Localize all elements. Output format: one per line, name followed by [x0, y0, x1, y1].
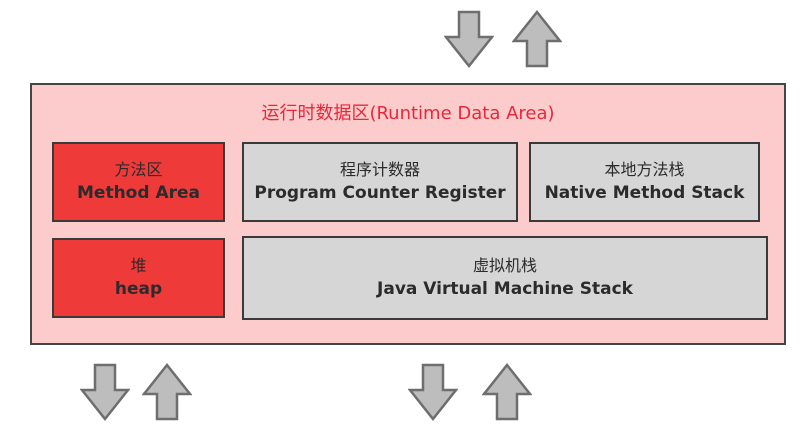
- arrow-up-icon: [512, 10, 562, 68]
- runtime-data-area: 运行时数据区(Runtime Data Area) 方法区 Method Are…: [30, 83, 786, 345]
- arrow-up-icon: [142, 363, 192, 421]
- native-stack-cn-label: 本地方法栈: [604, 160, 685, 179]
- jvm-stack-cn-label: 虚拟机栈: [472, 256, 537, 275]
- method-area-box: 方法区 Method Area: [52, 142, 225, 222]
- arrow-down-icon: [80, 363, 130, 421]
- jvm-stack-box: 虚拟机栈 Java Virtual Machine Stack: [242, 236, 768, 320]
- native-method-stack-box: 本地方法栈 Native Method Stack: [529, 142, 760, 222]
- arrow-down-icon: [444, 10, 494, 68]
- arrow-up-icon: [482, 363, 532, 421]
- heap-en-label: heap: [114, 279, 163, 299]
- area-title: 运行时数据区(Runtime Data Area): [261, 103, 555, 124]
- method-area-cn-label: 方法区: [114, 160, 163, 179]
- pc-register-en-label: Program Counter Register: [254, 183, 506, 203]
- pc-register-cn-label: 程序计数器: [339, 160, 420, 179]
- pc-register-box: 程序计数器 Program Counter Register: [242, 142, 518, 222]
- jvm-stack-en-label: Java Virtual Machine Stack: [377, 279, 633, 299]
- heap-box: 堆 heap: [52, 238, 225, 318]
- native-stack-en-label: Native Method Stack: [544, 183, 745, 203]
- arrow-down-icon: [408, 363, 458, 421]
- heap-cn-label: 堆: [130, 256, 147, 275]
- method-area-en-label: Method Area: [77, 183, 200, 203]
